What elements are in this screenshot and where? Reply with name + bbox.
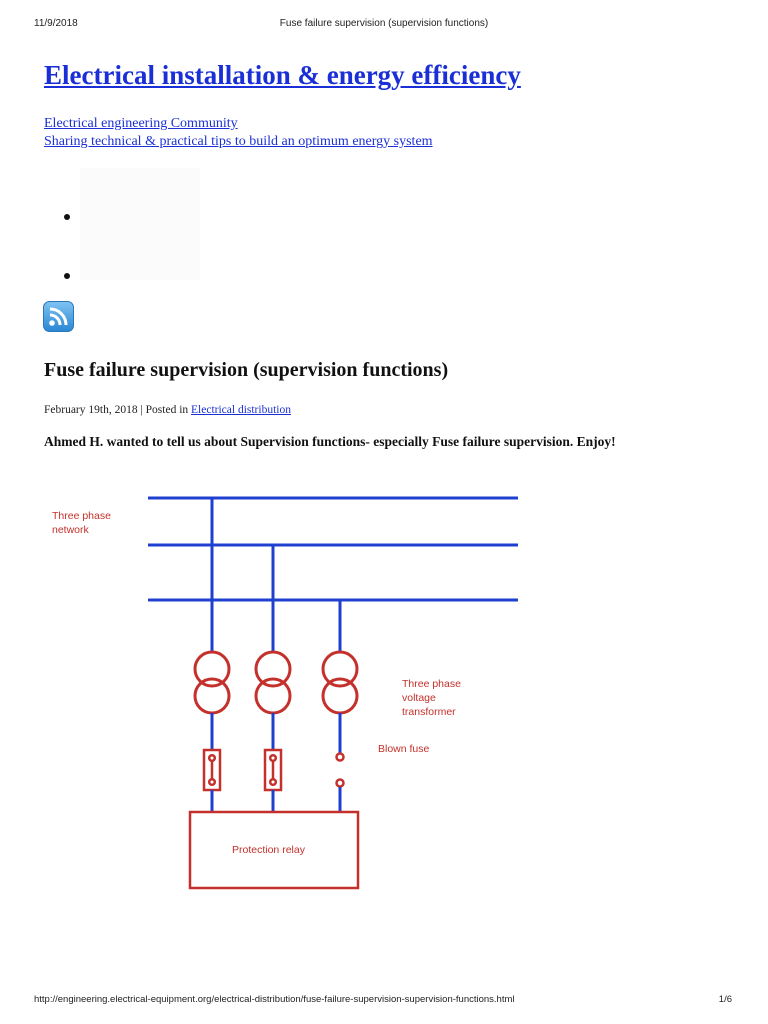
site-tagline-community-link[interactable]: Electrical engineering Community (44, 116, 238, 131)
label-vt-three-phase: Three phase (402, 678, 461, 690)
label-protection-relay: Protection relay (232, 844, 306, 856)
fuse-2 (263, 748, 283, 792)
print-footer: http://engineering.electrical-equipment.… (0, 994, 768, 1008)
print-header: 11/9/2018 Fuse failure supervision (supe… (0, 18, 768, 32)
category-link[interactable]: Electrical distribution (191, 404, 291, 416)
posted-in-label: | Posted in (140, 404, 189, 416)
voltage-transformer-3 (321, 650, 359, 715)
site-title-link[interactable]: Electrical installation & energy efficie… (44, 60, 521, 90)
post-intro: Ahmed H. wanted to tell us about Supervi… (44, 434, 616, 449)
voltage-transformer-1 (193, 650, 231, 715)
post-date: February 19th, 2018 (44, 404, 138, 416)
label-network: network (52, 524, 90, 536)
rss-icon[interactable] (43, 301, 74, 332)
site-tagline-sharing-link[interactable]: Sharing technical & practical tips to bu… (44, 134, 433, 149)
print-date: 11/9/2018 (34, 18, 78, 29)
fuse-failure-diagram: Three phase network Three phase voltage … (52, 496, 518, 890)
label-blown-fuse: Blown fuse (378, 743, 430, 755)
protection-relay-box (188, 810, 360, 890)
blown-fuse (335, 752, 345, 788)
post-title: Fuse failure supervision (supervision fu… (44, 359, 449, 381)
print-document-title: Fuse failure supervision (supervision fu… (279, 18, 489, 29)
list-bullet (64, 273, 70, 279)
empty-image-placeholder (80, 168, 200, 280)
label-three-phase-network: Three phase (52, 510, 111, 522)
voltage-transformer-2 (254, 650, 292, 715)
label-vt-transformer: transformer (402, 706, 456, 718)
print-page-number: 1/6 (718, 994, 732, 1005)
post-meta: February 19th, 2018 | Posted in Electric… (44, 404, 291, 416)
print-url: http://engineering.electrical-equipment.… (34, 994, 515, 1005)
list-bullet (64, 214, 70, 220)
fuse-1 (202, 748, 222, 792)
label-vt-voltage: voltage (402, 692, 436, 704)
